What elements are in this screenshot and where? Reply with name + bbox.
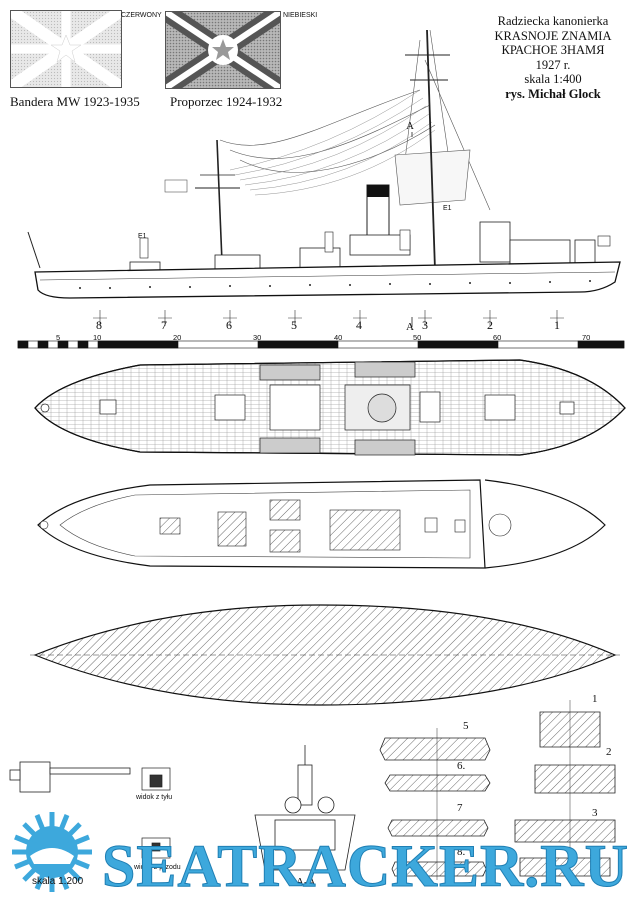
scale-tick-label: 10 [93, 333, 102, 342]
title-scale: skala 1:400 [524, 72, 582, 86]
main-mast [426, 29, 436, 271]
gun-scale-label: skala 1:200 [32, 876, 84, 887]
title-line2: KRASNOJE ZNAMIA [494, 28, 612, 43]
scale-tick-label: 5 [56, 333, 61, 342]
frame-number: 3 [422, 318, 428, 332]
ensign-caption: Bandera MW 1923-1935 [10, 94, 140, 109]
ensign-flag-drawing [11, 11, 121, 87]
hull-section-number: 8. [457, 846, 466, 858]
title-line3: КРАСНОЕ ЗНАМЯ [501, 43, 605, 57]
scale-tick-label: 60 [493, 333, 502, 342]
hull-section-number: 2 [606, 746, 612, 758]
scale-tick-label: 40 [334, 333, 343, 342]
frame-number: 1 [554, 318, 560, 332]
frame-number: 6 [226, 318, 232, 332]
scale-tick-label: 50 [413, 333, 422, 342]
frame-number: 8 [96, 318, 102, 332]
ensign-flag [10, 10, 122, 88]
ensign-color-label: CZERWONY [121, 12, 162, 19]
hull-section-number: 3 [592, 807, 598, 819]
frame-number: 5 [291, 318, 297, 332]
scale-bar [17, 340, 625, 349]
title-line1: Radziecka kanonierka [497, 14, 609, 28]
hull-section-number: 7 [457, 802, 463, 814]
pennant-flag-drawing [166, 12, 280, 88]
scale-tick-label: 30 [253, 333, 262, 342]
view-front-label: widok z przodu [134, 864, 181, 871]
title-year: 1927 r. [535, 57, 571, 72]
mainmast-label: E1 [443, 205, 452, 212]
watermark-text: SEATRACKER.RU [102, 833, 629, 900]
hull-section-number: 5 [463, 720, 469, 732]
title-author: rys. Michał Glock [505, 86, 601, 101]
view-rear-label: widok z tyłu [136, 794, 173, 801]
scale-tick-label: 70 [582, 333, 591, 342]
watermark-sun-icon [12, 812, 92, 892]
frame-number: 2 [487, 318, 493, 332]
pennant-flag [165, 11, 281, 89]
gun-detail-front [141, 837, 171, 859]
frame-ticks [93, 310, 564, 326]
scale-tick-label: 20 [173, 333, 182, 342]
fore-mast [216, 139, 223, 263]
title-block: Radziecka kanonierka KRASNOJE ZNAMIA КРА… [468, 14, 638, 101]
gun-detail-side [9, 761, 131, 793]
hull-section-number: 4 [590, 848, 596, 860]
lower-deck-plan [37, 479, 606, 569]
section-mark-upper: A [406, 120, 414, 132]
foremast-label: E1 [138, 233, 147, 240]
hull-side-view [34, 261, 621, 299]
frame-number: 7 [161, 318, 167, 332]
hull-section-number: 6. [457, 760, 466, 772]
pennant-color-label: NIEBIESKI [283, 12, 318, 19]
upper-deck-plan [34, 359, 626, 456]
pennant-caption: Proporzec 1924-1932 [170, 94, 283, 109]
section-a-a-label: A-A [296, 876, 316, 888]
frame-number: 4 [356, 318, 362, 332]
portholes [79, 280, 591, 289]
section-a-a-drawing [254, 745, 356, 871]
hull-section-number: 1 [592, 693, 598, 705]
section-mark-lower: A [406, 321, 414, 333]
gun-detail-rear [141, 767, 171, 791]
